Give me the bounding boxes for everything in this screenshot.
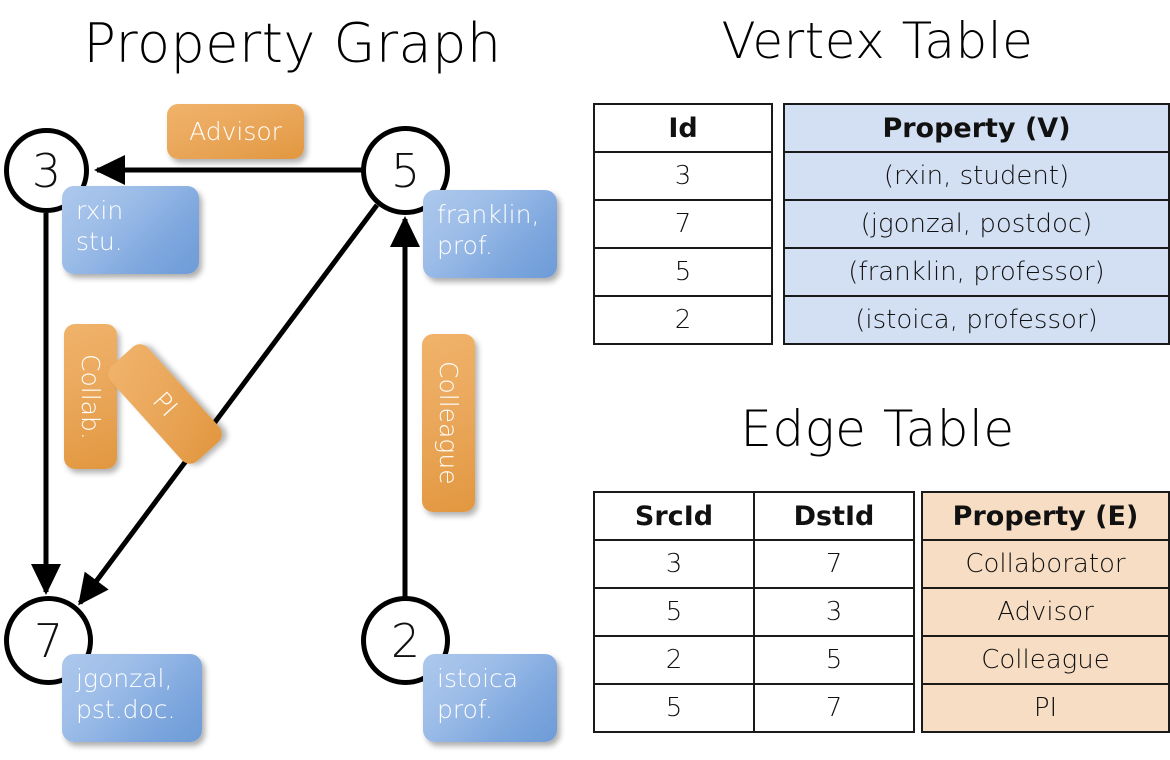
edge-table-cell-property: Advisor — [921, 587, 1170, 637]
edge-label-colleague[interactable]: Colleague — [422, 334, 475, 512]
vertex-table-cell-id: 3 — [593, 151, 773, 201]
vertex-table-cell-property: (jgonzal, postdoc) — [783, 199, 1170, 249]
table-row: (jgonzal, postdoc) — [783, 199, 1170, 249]
table-row: (rxin, student) — [783, 151, 1170, 201]
vertex-property-box-3-line1: rxin — [76, 196, 124, 225]
table-row: PI — [921, 683, 1170, 733]
graph-node-5[interactable]: 5 — [361, 126, 450, 215]
table-header-row: Property (E) — [921, 491, 1170, 541]
table-header-row: Id — [593, 103, 773, 153]
vertex-property-box-2-line1: istoica — [437, 664, 519, 693]
table-row: (istoica, professor) — [783, 295, 1170, 345]
vertex-table-cell-id: 7 — [593, 199, 773, 249]
edge-label-collab-text: Collab. — [76, 353, 105, 440]
edge-5-to-7 — [77, 203, 380, 606]
edge-table-cell-property: Colleague — [921, 635, 1170, 685]
edge-label-collab[interactable]: Collab. — [64, 324, 117, 469]
table-row: 3 7 — [593, 539, 915, 589]
page-title-vertex-table: Vertex Table — [721, 12, 1034, 70]
edge-table-header-srcid: SrcId — [593, 491, 755, 541]
edge-table-cell-dstid: 5 — [753, 635, 915, 685]
vertex-table-cell-id: 5 — [593, 247, 773, 297]
edge-table-cell-property: Collaborator — [921, 539, 1170, 589]
vertex-table-cell-property: (franklin, professor) — [783, 247, 1170, 297]
edge-label-advisor-text: Advisor — [189, 117, 282, 146]
table-row: 5 7 — [593, 683, 915, 733]
table-row: 3 — [593, 151, 773, 201]
table-row: 5 3 — [593, 587, 915, 637]
graph-node-7-label: 7 — [33, 613, 64, 668]
graph-edges-svg — [31, 155, 420, 606]
edge-label-advisor[interactable]: Advisor — [167, 104, 304, 159]
vertex-property-box-7[interactable]: jgonzal, pst.doc. — [62, 654, 202, 742]
vertex-property-box-7-line2: pst.doc. — [76, 695, 176, 725]
vertex-property-box-3-line2: stu. — [76, 227, 123, 257]
vertex-property-box-5-line1: franklin, — [437, 200, 540, 229]
graph-node-2-label: 2 — [390, 613, 421, 668]
edge-table-cell-dstid: 7 — [753, 683, 915, 733]
vertex-table-cell-property: (istoica, professor) — [783, 295, 1170, 345]
edge-label-colleague-text: Colleague — [434, 361, 463, 485]
graph-node-2[interactable]: 2 — [361, 596, 450, 685]
edge-table-id-columns: SrcId DstId 3 7 5 3 2 5 5 7 — [593, 491, 915, 733]
table-row: Colleague — [921, 635, 1170, 685]
vertex-table-header-property: Property (V) — [783, 103, 1170, 153]
vertex-table-cell-id: 2 — [593, 295, 773, 345]
table-row: 2 5 — [593, 635, 915, 685]
edge-table-cell-srcid: 5 — [593, 683, 755, 733]
edge-table-cell-dstid: 7 — [753, 539, 915, 589]
table-row: Advisor — [921, 587, 1170, 637]
edge-table-header-property: Property (E) — [921, 491, 1170, 541]
vertex-property-box-5[interactable]: franklin, prof. — [423, 190, 557, 278]
graph-node-5-label: 5 — [390, 143, 421, 198]
table-header-row: SrcId DstId — [593, 491, 915, 541]
vertex-table-cell-property: (rxin, student) — [783, 151, 1170, 201]
table-row: Collaborator — [921, 539, 1170, 589]
property-graph-diagram: 3 5 7 2 rxin stu. franklin, prof. jgonza… — [4, 104, 557, 742]
vertex-property-box-2[interactable]: istoica prof. — [423, 654, 557, 742]
table-row: 2 — [593, 295, 773, 345]
table-row: 7 — [593, 199, 773, 249]
page-title-edge-table: Edge Table — [740, 400, 1015, 458]
vertex-table-property-column: Property (V) (rxin, student) (jgonzal, p… — [783, 103, 1170, 345]
vertex-property-box-2-line2: prof. — [437, 695, 493, 725]
vertex-table-header-id: Id — [593, 103, 773, 153]
table-row: 5 — [593, 247, 773, 297]
vertex-property-box-7-line1: jgonzal, — [76, 664, 173, 693]
graph-node-3-label: 3 — [31, 143, 62, 198]
edge-label-pi-text: PI — [146, 385, 184, 423]
vertex-property-box-5-line2: prof. — [437, 231, 493, 261]
edge-table-cell-srcid: 2 — [593, 635, 755, 685]
edge-table-cell-property: PI — [921, 683, 1170, 733]
edge-table-cell-srcid: 3 — [593, 539, 755, 589]
table-header-row: Property (V) — [783, 103, 1170, 153]
page-title-property-graph: Property Graph — [83, 12, 502, 75]
edge-table-cell-srcid: 5 — [593, 587, 755, 637]
edge-table-header-dstid: DstId — [753, 491, 915, 541]
table-row: (franklin, professor) — [783, 247, 1170, 297]
vertex-property-box-3[interactable]: rxin stu. — [62, 186, 199, 274]
edge-table-cell-dstid: 3 — [753, 587, 915, 637]
vertex-table-id-column: Id 3 7 5 2 — [593, 103, 773, 345]
edge-table-property-column: Property (E) Collaborator Advisor Collea… — [921, 491, 1170, 733]
